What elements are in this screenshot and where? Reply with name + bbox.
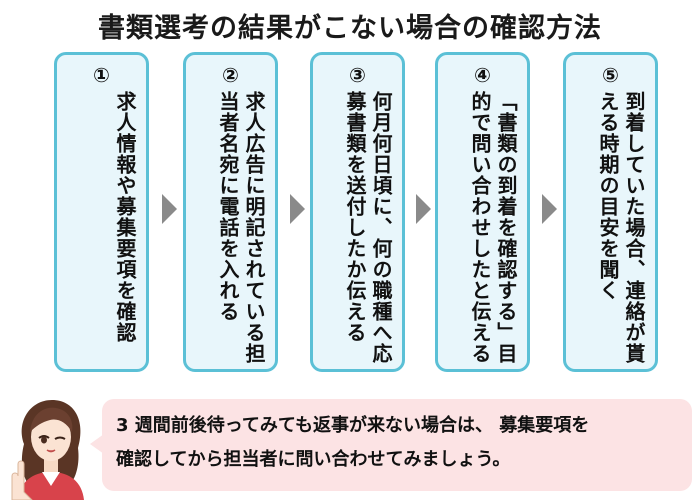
step-5-card: ⑤ 到着していた場合、連絡が貰える時期の目安を聞く	[563, 52, 658, 372]
step-3-number: ③	[349, 63, 366, 87]
step-2-card: ② 求人広告に明記されている担当者名宛に電話を入れる	[183, 52, 278, 372]
advice-line-2: 確認してから担当者に問い合わせてみましょう。	[116, 449, 511, 470]
arrow-2-icon	[290, 194, 305, 224]
step-4-number: ④	[474, 63, 491, 87]
arrow-3-icon	[416, 194, 431, 224]
step-1-text: 求人情報や募集要項を確認	[113, 91, 137, 343]
step-3-card: ③ 何月何日頃に、何の職種へ応募書類を送付したか伝える	[310, 52, 405, 372]
step-4-text: 「書類の到着を確認する」目的で問い合わせしたと伝える	[468, 91, 518, 364]
page-title: 書類選考の結果がこない場合の確認方法	[98, 13, 602, 44]
step-4-card: ④ 「書類の到着を確認する」目的で問い合わせしたと伝える	[435, 52, 530, 372]
speech-bubble-tail	[90, 434, 104, 454]
step-5-text: 到着していた場合、連絡が貰える時期の目安を聞く	[596, 91, 646, 364]
step-1-number: ①	[93, 63, 110, 87]
arrow-1-icon	[162, 194, 177, 224]
step-1-card: ① 求人情報や募集要項を確認	[54, 52, 149, 372]
step-2-number: ②	[222, 63, 239, 87]
woman-advisor-illustration	[11, 400, 84, 500]
advice-speech-bubble: 3 週間前後待ってみても返事が来ない場合は、 募集要項を 確認してから担当者に問…	[102, 399, 692, 491]
advice-line-1: 3 週間前後待ってみても返事が来ない場合は、 募集要項を	[116, 415, 590, 436]
arrow-4-icon	[542, 194, 557, 224]
steps-row: ① 求人情報や募集要項を確認 ② 求人広告に明記されている担当者名宛に電話を入れ…	[54, 52, 679, 377]
step-3-text: 何月何日頃に、何の職種へ応募書類を送付したか伝える	[343, 91, 393, 364]
step-5-number: ⑤	[602, 63, 619, 87]
step-2-text: 求人広告に明記されている担当者名宛に電話を入れる	[216, 91, 266, 364]
